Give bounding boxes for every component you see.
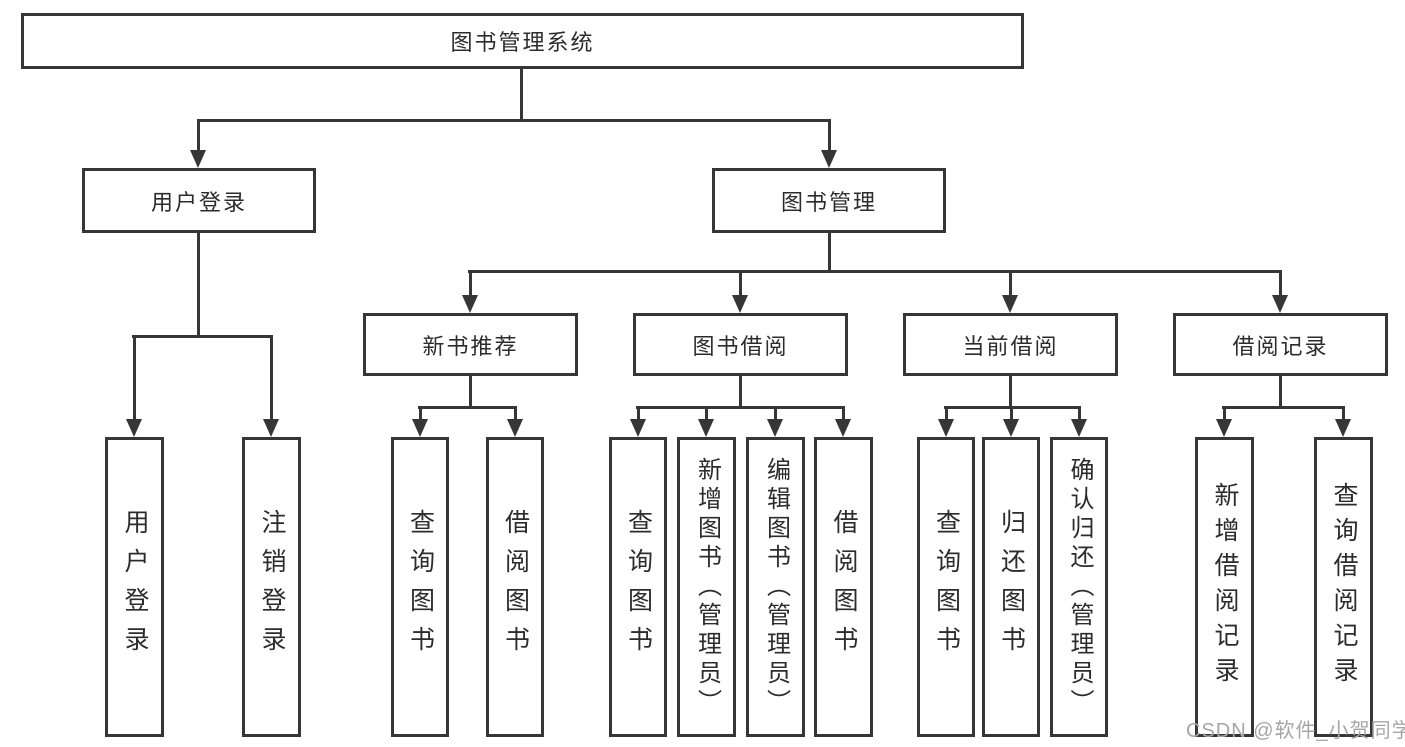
leaf-query-book: 查询图书 [917, 437, 975, 737]
connector-line [514, 406, 517, 422]
arrow-down-icon [190, 150, 206, 168]
connector-line [842, 406, 845, 422]
node-label: 编辑图书（管理员） [762, 456, 789, 718]
leaf-add-book-admin: 新增图书（管理员） [677, 437, 736, 737]
arrow-down-icon [1272, 295, 1288, 313]
node-borrow-records: 借阅记录 [1173, 313, 1388, 376]
connector-line [419, 406, 422, 422]
node-label: 查询图书 [932, 509, 960, 665]
leaf-borrow-book: 借阅图书 [814, 437, 873, 737]
connector-line [418, 406, 517, 409]
connector-line [469, 270, 472, 300]
node-label: 图书管理系统 [450, 30, 595, 55]
node-label: 借阅图书 [830, 509, 857, 665]
arrow-down-icon [507, 419, 523, 437]
arrow-down-icon [767, 419, 783, 437]
leaf-query-book: 查询图书 [391, 437, 449, 737]
node-label: 新增图书（管理员） [693, 456, 720, 718]
csdn-watermark: CSDN @软件_小贺同学 [1186, 720, 1405, 742]
connector-line [1279, 375, 1282, 409]
connector-line [1222, 406, 1345, 409]
connector-line [469, 375, 472, 409]
node-label: 查询图书 [624, 509, 652, 665]
leaf-logout: 注销登录 [242, 437, 301, 737]
node-label: 借阅图书 [501, 509, 529, 665]
connector-line [197, 119, 200, 154]
arrow-down-icon [630, 419, 646, 437]
arrow-down-icon [732, 295, 748, 313]
arrow-down-icon [412, 419, 428, 437]
arrow-down-icon [1071, 419, 1087, 437]
connector-line [1223, 406, 1226, 422]
leaf-query-book: 查询图书 [609, 437, 667, 737]
connector-line [520, 68, 523, 121]
arrow-down-icon [698, 419, 714, 437]
leaf-confirm-return-admin: 确认归还（管理员） [1050, 437, 1108, 737]
arrow-down-icon [1002, 295, 1018, 313]
node-label: 用户登录 [150, 189, 247, 215]
connector-line [828, 119, 831, 154]
connector-line [197, 119, 831, 122]
connector-line [1009, 270, 1012, 300]
arrow-down-icon [1003, 419, 1019, 437]
connector-line [637, 406, 640, 422]
connector-line [739, 270, 742, 300]
connector-line [828, 232, 831, 273]
arrow-down-icon [938, 419, 954, 437]
node-label: 新书推荐 [422, 333, 519, 359]
connector-line [133, 335, 136, 423]
node-label: 查询图书 [406, 509, 434, 665]
leaf-query-borrow-record: 查询借阅记录 [1314, 437, 1373, 737]
connector-line [1009, 375, 1012, 409]
node-book-management: 图书管理 [712, 168, 946, 233]
leaf-return-book: 归还图书 [982, 437, 1040, 737]
arrow-down-icon [263, 419, 279, 437]
node-label: 图书管理 [780, 189, 877, 215]
node-label: 借阅记录 [1232, 333, 1329, 359]
node-book-borrow: 图书借阅 [633, 313, 848, 376]
node-label: 归还图书 [997, 509, 1025, 665]
node-library-system: 图书管理系统 [21, 13, 1024, 69]
connector-line [739, 375, 742, 409]
connector-line [468, 270, 1282, 273]
node-user-login: 用户登录 [82, 168, 316, 233]
connector-line [1279, 270, 1282, 300]
node-new-book-recommend: 新书推荐 [363, 313, 578, 376]
connector-line [1078, 406, 1081, 422]
node-label: 注销登录 [258, 509, 285, 665]
leaf-add-borrow-record: 新增借阅记录 [1195, 437, 1254, 737]
node-label: 当前借阅 [962, 333, 1059, 359]
connector-line [945, 406, 948, 422]
connector-line [1342, 406, 1345, 422]
node-label: 查询借阅记录 [1330, 482, 1357, 692]
arrow-down-icon [835, 419, 851, 437]
leaf-borrow-book: 借阅图书 [486, 437, 544, 737]
connector-line [270, 335, 273, 423]
arrow-down-icon [126, 419, 142, 437]
arrow-down-icon [1216, 419, 1232, 437]
connector-line [636, 406, 845, 409]
leaf-edit-book-admin: 编辑图书（管理员） [746, 437, 805, 737]
connector-line [132, 335, 273, 338]
leaf-user-login: 用户登录 [105, 437, 164, 737]
node-label: 确认归还（管理员） [1066, 456, 1092, 718]
connector-line [1010, 406, 1013, 422]
node-label: 图书借阅 [692, 333, 789, 359]
node-label: 用户登录 [121, 509, 148, 665]
arrow-down-icon [462, 295, 478, 313]
arrow-down-icon [821, 150, 837, 168]
connector-line [197, 232, 200, 338]
connector-line [774, 406, 777, 422]
arrow-down-icon [1335, 419, 1351, 437]
connector-line [705, 406, 708, 422]
node-label: 新增借阅记录 [1211, 482, 1238, 692]
node-current-borrow: 当前借阅 [903, 313, 1118, 376]
